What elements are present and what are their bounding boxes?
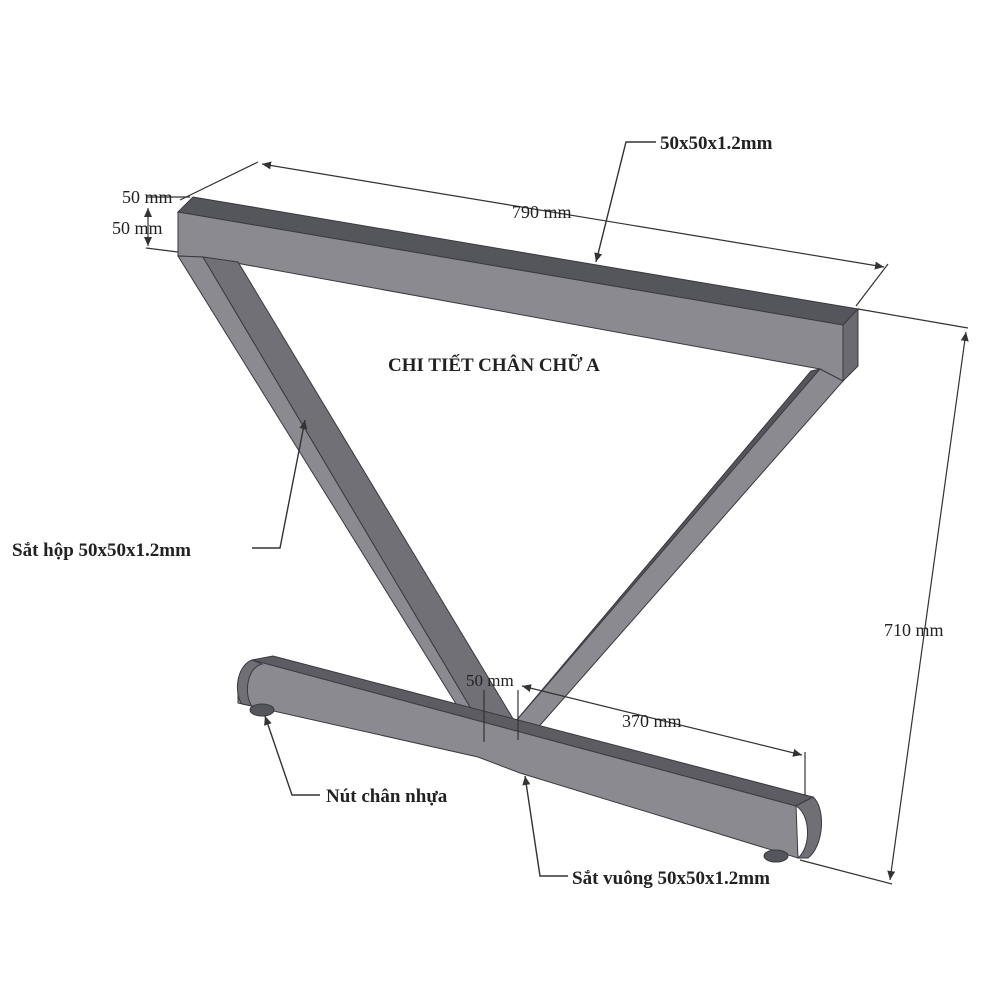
label-tube-width: 50 mm xyxy=(122,187,173,207)
dim-base-half-line xyxy=(521,684,803,757)
label-top-bar-profile: 50x50x1.2mm xyxy=(660,133,773,154)
label-foot-cap: Nút chân nhựa xyxy=(326,786,448,807)
dim-top-length-line xyxy=(261,161,885,270)
base-bar-right-cap xyxy=(794,796,823,859)
label-tube-height: 50 mm xyxy=(112,218,163,238)
left-foot-cap xyxy=(249,703,275,717)
label-base-half-length: 370 mm xyxy=(622,711,682,731)
leader-lines xyxy=(252,141,656,877)
base-bar-front-face xyxy=(237,659,799,859)
label-leg-tube: Sắt hộp 50x50x1.2mm xyxy=(12,540,191,561)
base-bar-top-face xyxy=(251,655,815,807)
base-bar-left-cap xyxy=(236,659,264,707)
label-joint-width: 50 mm xyxy=(466,671,514,690)
label-top-length: 790 mm xyxy=(512,202,572,222)
right-leg-front-face xyxy=(514,368,844,750)
leader-base-tube xyxy=(522,775,568,877)
leader-leg-tube xyxy=(252,419,308,549)
label-base-tube: Sắt vuông 50x50x1.2mm xyxy=(572,868,770,889)
left-leg-front-face xyxy=(177,255,493,745)
leader-top-bar-profile xyxy=(594,141,656,263)
dimension-lines xyxy=(144,161,969,885)
label-height: 710 mm xyxy=(884,620,944,640)
diagram-title: CHI TIẾT CHÂN CHỮ A xyxy=(388,354,600,376)
labels: CHI TIẾT CHÂN CHỮ A 50x50x1.2mm 790 mm 5… xyxy=(12,133,944,889)
dim-height-line xyxy=(887,331,969,881)
steel-frame xyxy=(176,196,860,863)
leader-foot-cap xyxy=(264,715,320,796)
right-foot-cap xyxy=(763,849,789,863)
